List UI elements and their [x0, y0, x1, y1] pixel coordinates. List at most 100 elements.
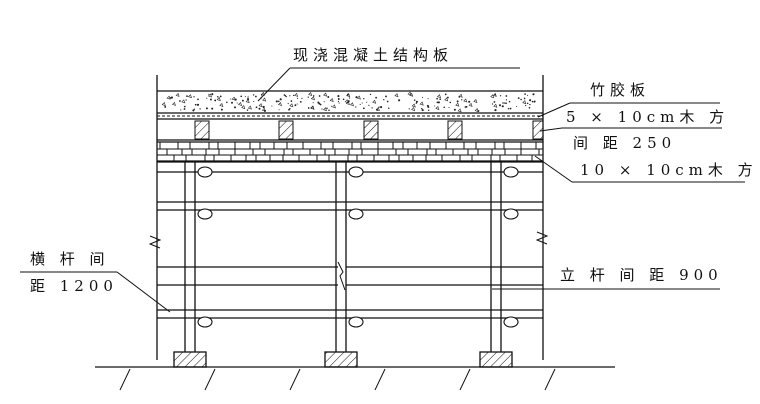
aggregate-dot — [380, 106, 383, 109]
aggregate-dot — [220, 108, 223, 111]
aggregate-dot — [375, 96, 377, 99]
base-block — [173, 351, 207, 368]
aggregate-dot — [318, 102, 321, 105]
aggregate-dot — [342, 98, 345, 101]
aggregate-mark — [407, 91, 412, 96]
aggregate-dot — [328, 109, 330, 111]
aggregate-dot — [505, 99, 508, 101]
aggregate-dot — [226, 101, 228, 104]
ledger-spacing-label-line2: 距 1200 — [30, 277, 118, 295]
main-timber-leader — [534, 155, 745, 183]
aggregate-dot — [355, 106, 357, 108]
aggregate-dot — [246, 109, 249, 111]
aggregate-mark — [490, 94, 495, 99]
aggregate-dot — [287, 102, 289, 105]
aggregate-dot — [337, 100, 339, 103]
aggregate-dot — [528, 106, 531, 109]
aggregate-dot — [348, 100, 350, 103]
aggregate-mark — [231, 96, 236, 101]
coupler-clip — [503, 166, 519, 178]
aggregate-dot — [230, 98, 232, 100]
aggregate-dot — [241, 99, 244, 102]
aggregate-mark — [294, 92, 299, 97]
aggregate-mark — [238, 101, 243, 106]
aggregate-dot — [499, 95, 502, 97]
aggregate-dot — [252, 94, 255, 96]
aggregate-dot — [494, 109, 497, 112]
aggregate-mark — [394, 93, 399, 98]
aggregate-dot — [199, 108, 201, 110]
aggregate-dot — [196, 103, 200, 106]
aggregate-mark — [372, 99, 377, 104]
aggregate-mark — [349, 102, 354, 107]
aggregate-dot — [185, 99, 187, 101]
small-timber-joist — [278, 120, 294, 140]
aggregate-dot — [427, 98, 429, 100]
aggregate-mark — [247, 105, 252, 110]
left-break-mark — [148, 235, 162, 249]
aggregate-dot — [164, 105, 167, 108]
aggregate-mark — [419, 101, 424, 106]
aggregate-dot — [179, 100, 181, 102]
aggregate-dot — [533, 100, 536, 103]
pole-couplers — [197, 166, 519, 328]
pole-spacing-label: 立 杆 间 距 900 — [560, 266, 723, 284]
coupler-clip — [197, 166, 213, 178]
aggregate-dot — [502, 102, 504, 104]
aggregate-dot — [437, 101, 440, 104]
aggregate-dot — [491, 103, 494, 105]
aggregate-mark — [457, 108, 462, 113]
aggregate-dot — [361, 102, 363, 104]
aggregate-dot — [337, 98, 340, 100]
aggregate-dot — [337, 95, 340, 98]
aggregate-dot — [260, 94, 263, 96]
aggregate-dot — [523, 97, 525, 99]
aggregate-dot — [436, 97, 438, 100]
bamboo-plywood-formwork — [157, 115, 543, 120]
aggregate-dot — [501, 105, 504, 108]
aggregate-dot — [292, 94, 295, 97]
aggregate-dot — [415, 100, 418, 103]
aggregate-dot — [413, 99, 416, 101]
aggregate-mark — [308, 91, 313, 96]
aggregate-mark — [181, 99, 186, 104]
aggregate-dot — [194, 103, 197, 106]
aggregate-mark — [322, 107, 327, 112]
aggregate-dot — [219, 95, 222, 98]
aggregate-dot — [246, 98, 250, 101]
aggregate-dot — [494, 94, 496, 96]
aggregate-dot — [275, 100, 278, 103]
aggregate-mark — [411, 107, 416, 112]
aggregate-mark — [435, 105, 440, 110]
aggregate-dot — [288, 108, 290, 111]
ground-line — [95, 366, 615, 391]
vertical-pole — [184, 162, 196, 352]
aggregate-dot — [311, 98, 313, 100]
aggregate-mark — [258, 103, 263, 108]
aggregate-dot — [244, 96, 246, 98]
aggregate-dot — [386, 100, 389, 103]
aggregate-dot — [505, 102, 507, 105]
aggregate-dot — [247, 96, 249, 98]
aggregate-dot — [307, 107, 310, 109]
aggregate-dot — [376, 108, 379, 111]
aggregate-dot — [453, 108, 456, 111]
aggregate-mark — [444, 97, 449, 102]
aggregate-dot — [527, 94, 529, 96]
aggregate-mark — [493, 103, 498, 108]
aggregate-dot — [383, 99, 385, 101]
aggregate-dot — [193, 96, 195, 98]
aggregate-mark — [241, 105, 246, 110]
aggregate-mark — [289, 103, 294, 108]
coupler-clip — [503, 208, 519, 220]
aggregate-dot — [255, 95, 257, 98]
aggregate-mark — [468, 102, 473, 107]
aggregate-dot — [206, 97, 208, 99]
aggregate-dot — [458, 96, 461, 98]
aggregate-mark — [411, 103, 416, 108]
aggregate-dot — [398, 99, 401, 102]
aggregate-dot — [421, 107, 423, 110]
aggregate-dot — [498, 104, 502, 107]
aggregate-mark — [331, 104, 336, 109]
aggregate-dot — [192, 109, 195, 112]
